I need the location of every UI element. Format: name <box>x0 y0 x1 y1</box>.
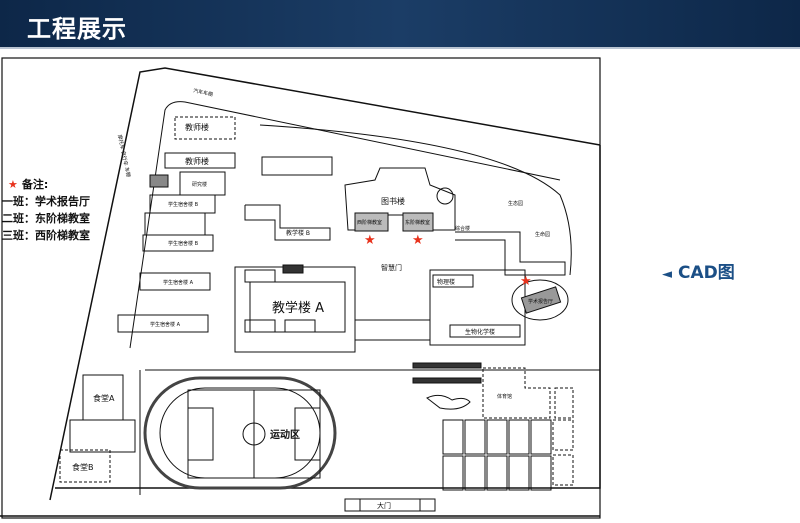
star-icon-east-hall: ★ <box>412 233 424 248</box>
teacher-building-2-label: 教师楼 <box>185 156 209 166</box>
east-hall-label: 东阶梯教室 <box>405 219 430 226</box>
arrow-left-icon: ◄ <box>662 267 672 282</box>
legend-item: 一班：学术报告厅 <box>2 195 90 208</box>
lecture-hall-label: 学术报告厅 <box>528 298 553 305</box>
campus-boundary <box>49 67 601 501</box>
biochem-label: 生物化学楼 <box>465 328 495 336</box>
main-gate-label: 大门 <box>377 501 391 510</box>
teacher-building-1 <box>174 116 236 140</box>
canteen-a-label: 食堂A <box>93 393 115 403</box>
star-icon-west-hall: ★ <box>364 233 376 248</box>
legend-item: 三班：西阶梯教室 <box>2 229 90 242</box>
teaching-b-label: 教学楼 B <box>286 229 310 237</box>
legend-item: 二班：东阶梯教室 <box>2 212 90 225</box>
garden-label: 生态园 <box>508 200 523 207</box>
complex-label: 综合楼 <box>455 225 470 232</box>
dorm-b1-label: 学生宿舍楼 B <box>168 201 199 208</box>
cad-label: ◄ CAD图 <box>662 258 735 283</box>
canteen-b-building <box>59 449 111 483</box>
dorm-a1-label: 学生宿舍楼 A <box>163 279 194 286</box>
north-road <box>129 101 561 349</box>
canteen-b-label: 食堂B <box>72 462 94 472</box>
page-title: 工程展示 <box>27 15 127 43</box>
sports-area-label: 运动区 <box>270 428 300 441</box>
library-label: 图书楼 <box>381 196 405 206</box>
gym-label: 体育馆 <box>497 393 512 400</box>
west-hall-label: 西阶梯教室 <box>357 219 382 226</box>
wisdom-gate-label: 智慧门 <box>381 263 402 272</box>
gym-building <box>482 367 551 419</box>
cad-label-text: CAD图 <box>678 263 735 283</box>
teaching-a-label: 教学楼 A <box>272 300 324 316</box>
west-hall-building <box>354 212 389 232</box>
teacher-building-1-label: 教师楼 <box>185 122 209 132</box>
research-label: 研究楼 <box>192 181 207 188</box>
dorm-a2-label: 学生宿舍楼 A <box>150 321 181 328</box>
legend-title: 备注: <box>21 178 49 191</box>
life-garden-label: 生命园 <box>535 231 550 238</box>
basketball-courts <box>442 419 552 491</box>
physics-label: 物理楼 <box>437 278 455 286</box>
star-icon: ★ <box>8 178 18 191</box>
lecture-hall-outline <box>511 279 569 321</box>
star-icon-lecture-hall: ★ <box>520 274 532 289</box>
teaching-b-building <box>244 204 331 241</box>
east-hall-building <box>402 212 434 232</box>
running-track <box>143 376 337 490</box>
page-header: 工程展示 <box>0 0 800 47</box>
header-divider <box>0 47 800 49</box>
east-road <box>259 124 572 276</box>
map-frame <box>1 57 601 519</box>
dorm-b2-label: 学生宿舍楼 B <box>168 240 199 247</box>
car-shed-label: 汽车车棚 <box>193 87 214 98</box>
legend: ★备注: 一班：学术报告厅 二班：东阶梯教室 三班：西阶梯教室 <box>2 176 90 244</box>
